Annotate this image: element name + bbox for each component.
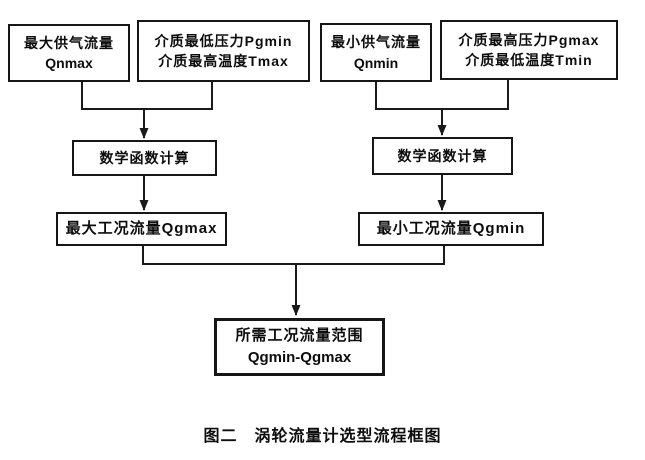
node-min-working-flow-label: 最小工况流量Qgmin — [376, 220, 526, 238]
node-max-supply-flow: 最大供气流量 Qnmax — [8, 24, 130, 82]
node-required-flow-range: 所需工况流量范围 Qgmin-Qgmax — [214, 318, 385, 376]
node-min-pressure-max-temp-line1: 介质最低压力Pgmin — [154, 32, 293, 49]
node-required-flow-range-line1: 所需工况流量范围 — [235, 327, 364, 345]
node-max-pressure-min-temp: 介质最高压力Pgmax 介质最低温度Tmin — [440, 20, 618, 80]
figure-caption: 图二 涡轮流量计选型流程框图 — [203, 428, 442, 445]
node-math-calc-left: 数学函数计算 — [72, 140, 217, 176]
node-min-supply-flow: 最小供气流量 Qnmin — [320, 23, 432, 82]
node-max-supply-flow-line1: 最大供气流量 — [24, 34, 114, 51]
connector-right-bracket — [375, 79, 509, 110]
node-min-pressure-max-temp-line2: 介质最高温度Tmax — [158, 53, 289, 69]
node-min-supply-flow-line2: Qnmin — [353, 54, 399, 71]
connector-bottom-bracket — [142, 246, 445, 265]
node-max-working-flow-label: 最大工况流量Qgmax — [65, 220, 218, 238]
node-max-pressure-min-temp-line2: 介质最低温度Tmin — [465, 52, 593, 68]
node-max-supply-flow-line2: Qnmax — [45, 55, 93, 71]
node-math-calc-right: 数学函数计算 — [372, 137, 513, 175]
node-math-calc-left-label: 数学函数计算 — [99, 149, 190, 166]
node-max-pressure-min-temp-line1: 介质最高压力Pgmax — [458, 31, 600, 48]
node-min-supply-flow-line1: 最小供气流量 — [331, 34, 421, 51]
node-max-working-flow: 最大工况流量Qgmax — [56, 212, 227, 246]
node-math-calc-right-label: 数学函数计算 — [397, 147, 488, 164]
connector-left-bracket — [81, 81, 213, 110]
node-min-working-flow: 最小工况流量Qgmin — [358, 212, 544, 246]
node-required-flow-range-line2: Qgmin-Qgmax — [247, 349, 352, 366]
node-min-pressure-max-temp: 介质最低压力Pgmin 介质最高温度Tmax — [137, 20, 310, 82]
